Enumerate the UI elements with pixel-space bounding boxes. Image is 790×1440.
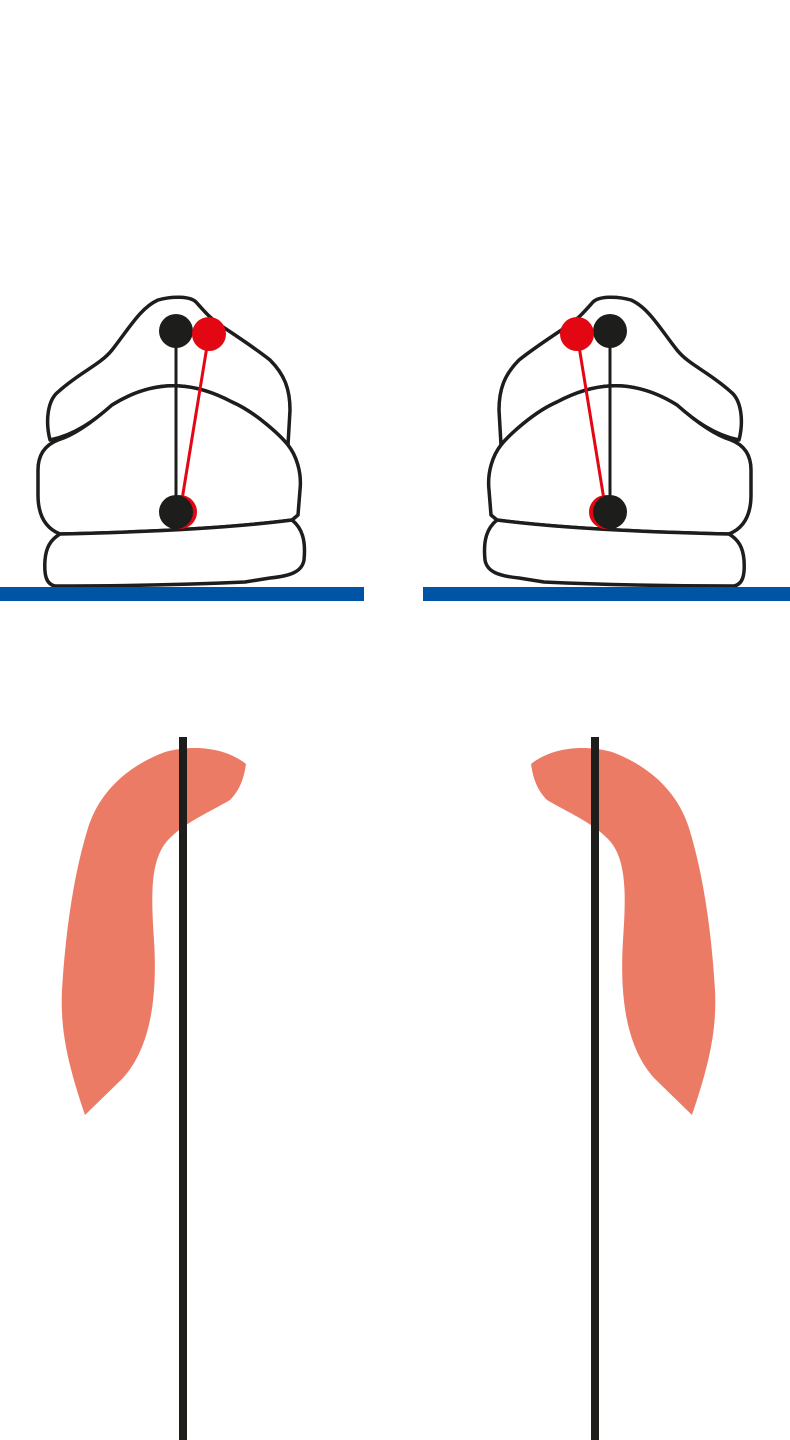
right-neutral-top-point (593, 314, 627, 348)
right-shoe-axes (560, 314, 627, 529)
left-shoe-midsole (43, 518, 307, 588)
right-ground-line (423, 587, 790, 601)
right-shoe-upper (486, 384, 753, 536)
right-neutral-heel-point (593, 495, 627, 529)
left-shoe-upper (36, 384, 303, 536)
right-shoe-midsole (482, 518, 746, 588)
left-foot-shape (61, 748, 247, 1115)
left-tilted-top-point (192, 317, 226, 351)
left-neutral-top-point (159, 314, 193, 348)
right-shoe-rear-view (482, 295, 753, 588)
left-ground-line (0, 587, 364, 601)
left-neutral-heel-point (159, 495, 193, 529)
left-shoe-rear-view (36, 295, 307, 588)
right-foot-shape (531, 748, 716, 1115)
right-tilted-top-point (560, 317, 594, 351)
right-vertical-reference-line (591, 737, 599, 1440)
left-vertical-reference-line (179, 737, 187, 1440)
left-shoe-axes (159, 314, 226, 529)
left-tilted-axis (178, 333, 211, 513)
right-tilted-axis (575, 333, 608, 513)
